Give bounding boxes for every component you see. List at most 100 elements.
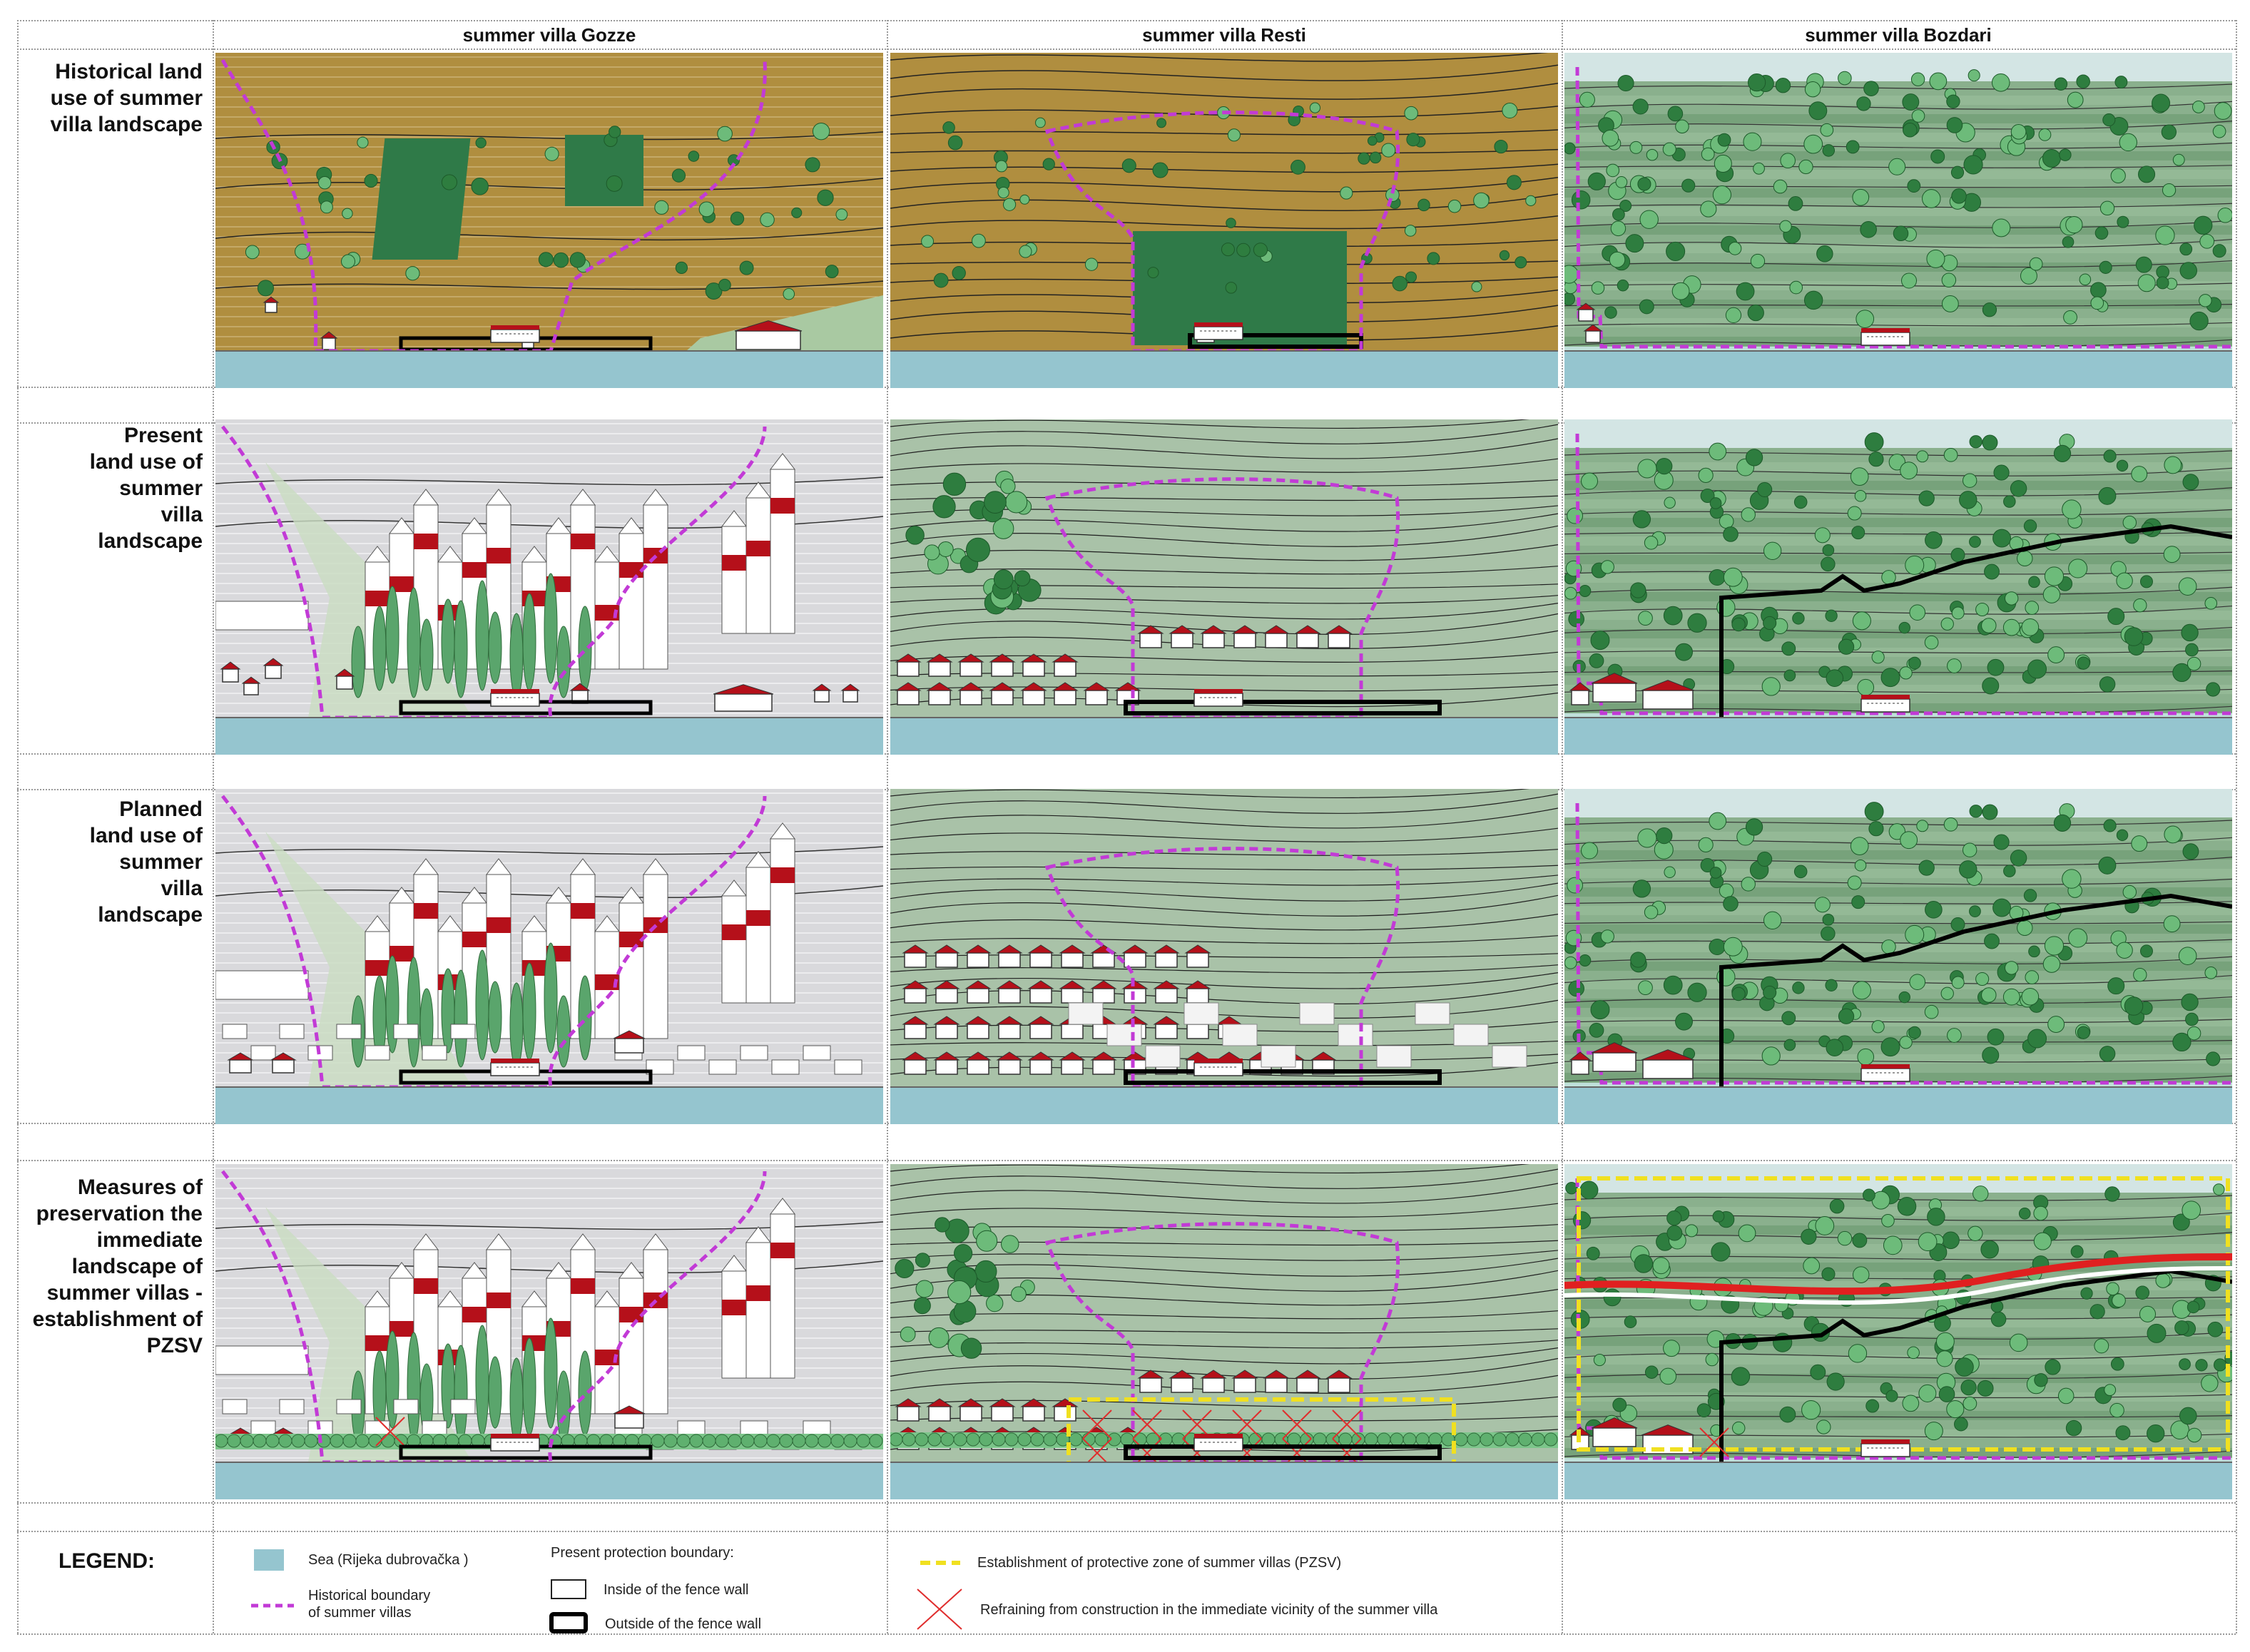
tree-icon bbox=[1731, 1367, 1751, 1386]
house-icon bbox=[263, 296, 280, 313]
tree-icon bbox=[1617, 74, 1634, 92]
contour-line bbox=[890, 1164, 1530, 1174]
apartment-block bbox=[721, 1255, 748, 1379]
house-icon bbox=[964, 944, 992, 968]
tree-icon bbox=[993, 569, 1014, 590]
tree-icon bbox=[1972, 1186, 1989, 1202]
tree-icon bbox=[2099, 260, 2112, 274]
tree-icon bbox=[2206, 1051, 2221, 1066]
tree-icon bbox=[1637, 177, 1651, 191]
villa-icon bbox=[1193, 1059, 1243, 1076]
fence-wall bbox=[1124, 1069, 1442, 1085]
cypress-icon bbox=[522, 962, 536, 1061]
tree-icon bbox=[1666, 1225, 1683, 1241]
house-icon bbox=[895, 653, 922, 677]
tree-icon bbox=[947, 1280, 972, 1305]
sea-strip bbox=[1564, 351, 2232, 388]
panel-bozdari-historical bbox=[1564, 53, 2232, 388]
panel-resti-planned bbox=[890, 789, 1558, 1124]
tree-icon bbox=[1404, 106, 1418, 121]
historical-boundary-line bbox=[221, 795, 767, 1089]
tree-icon bbox=[2104, 1186, 2120, 1202]
tree-icon bbox=[2122, 884, 2137, 899]
contour-line bbox=[890, 595, 1558, 604]
tree-icon bbox=[1982, 804, 1998, 820]
apartment-block bbox=[642, 489, 669, 670]
tree-icon bbox=[1709, 497, 1722, 509]
tree-icon bbox=[2214, 102, 2232, 120]
tree-icon bbox=[1975, 602, 1990, 617]
tree-icon bbox=[2187, 1300, 2200, 1314]
tree-icon bbox=[2062, 869, 2082, 889]
tree-icon bbox=[2199, 294, 2212, 307]
tree-icon bbox=[1814, 527, 1831, 544]
tree-icon bbox=[1763, 541, 1782, 560]
tree-icon bbox=[895, 1258, 915, 1278]
contour-line bbox=[890, 827, 1558, 842]
tree-icon bbox=[1685, 1224, 1699, 1238]
tree-icon bbox=[1711, 1242, 1731, 1262]
landscape-illustration bbox=[215, 419, 883, 755]
contour-line bbox=[1564, 1394, 2232, 1399]
tree-icon bbox=[2077, 1026, 2090, 1039]
row-label-line: villa bbox=[161, 877, 203, 900]
landscape-illustration bbox=[890, 419, 1558, 755]
contour-line bbox=[1564, 1331, 2232, 1340]
tree-icon bbox=[1857, 1048, 1875, 1066]
tree-icon bbox=[1987, 658, 2005, 676]
tree-icon bbox=[1981, 618, 1997, 633]
tree-icon bbox=[2152, 93, 2171, 113]
cypress-icon bbox=[509, 1357, 524, 1443]
tree-icon bbox=[1987, 1028, 2005, 1046]
tree-icon bbox=[1900, 462, 1918, 480]
tree-icon bbox=[2187, 1427, 2202, 1443]
contour-line bbox=[1564, 956, 2232, 964]
villa-icon bbox=[1193, 322, 1243, 340]
tree-icon bbox=[2124, 996, 2144, 1016]
house-icon bbox=[989, 1398, 1016, 1422]
row-label-line: land use of bbox=[89, 450, 203, 474]
legend-pzsv-label: Establishment of protective zone of summ… bbox=[977, 1555, 1342, 1571]
tree-icon bbox=[2139, 944, 2153, 958]
landscape-illustration bbox=[215, 789, 883, 1124]
tree-icon bbox=[1826, 1039, 1844, 1056]
tree-icon bbox=[1473, 192, 1490, 209]
house-icon bbox=[989, 653, 1016, 677]
contour-line bbox=[890, 894, 1558, 917]
house-icon bbox=[1576, 302, 1596, 322]
tree-icon bbox=[1638, 980, 1653, 996]
tree-icon bbox=[2107, 608, 2125, 626]
tree-icon bbox=[1564, 956, 1577, 969]
tree-icon bbox=[1700, 200, 1717, 218]
tree-icon bbox=[730, 211, 745, 226]
house-icon bbox=[227, 1052, 254, 1074]
fence-wall bbox=[1719, 893, 2232, 1087]
tree-icon bbox=[1494, 139, 1508, 154]
tree-icon bbox=[1903, 123, 1918, 138]
tree-icon bbox=[705, 282, 723, 300]
tree-icon bbox=[1001, 1235, 1019, 1253]
dashed-magenta-line-icon bbox=[251, 1603, 294, 1608]
tree-icon bbox=[2187, 1026, 2201, 1041]
tree-icon bbox=[2217, 208, 2232, 223]
tree-icon bbox=[1905, 555, 1925, 575]
tree-icon bbox=[1717, 133, 1731, 147]
contour-line bbox=[890, 1328, 1558, 1334]
tree-icon bbox=[1871, 1020, 1885, 1034]
tree-icon bbox=[2021, 987, 2040, 1006]
tree-icon bbox=[2027, 1029, 2047, 1049]
tree-icon bbox=[1779, 1406, 1796, 1423]
tree-icon bbox=[1946, 94, 1960, 108]
tree-icon bbox=[2065, 1419, 2082, 1437]
house-icon bbox=[1294, 1370, 1321, 1393]
contour-line bbox=[890, 1375, 1558, 1394]
tree-icon bbox=[1847, 875, 1862, 890]
tree-icon bbox=[2172, 1032, 2192, 1052]
tree-icon bbox=[1662, 142, 1676, 156]
villa-icon bbox=[1860, 328, 1910, 346]
contour-line bbox=[1564, 1019, 2232, 1024]
tree-icon bbox=[1909, 604, 1926, 621]
tree-icon bbox=[1926, 249, 1945, 268]
contour-line bbox=[890, 566, 1558, 575]
tree-icon bbox=[812, 122, 830, 141]
